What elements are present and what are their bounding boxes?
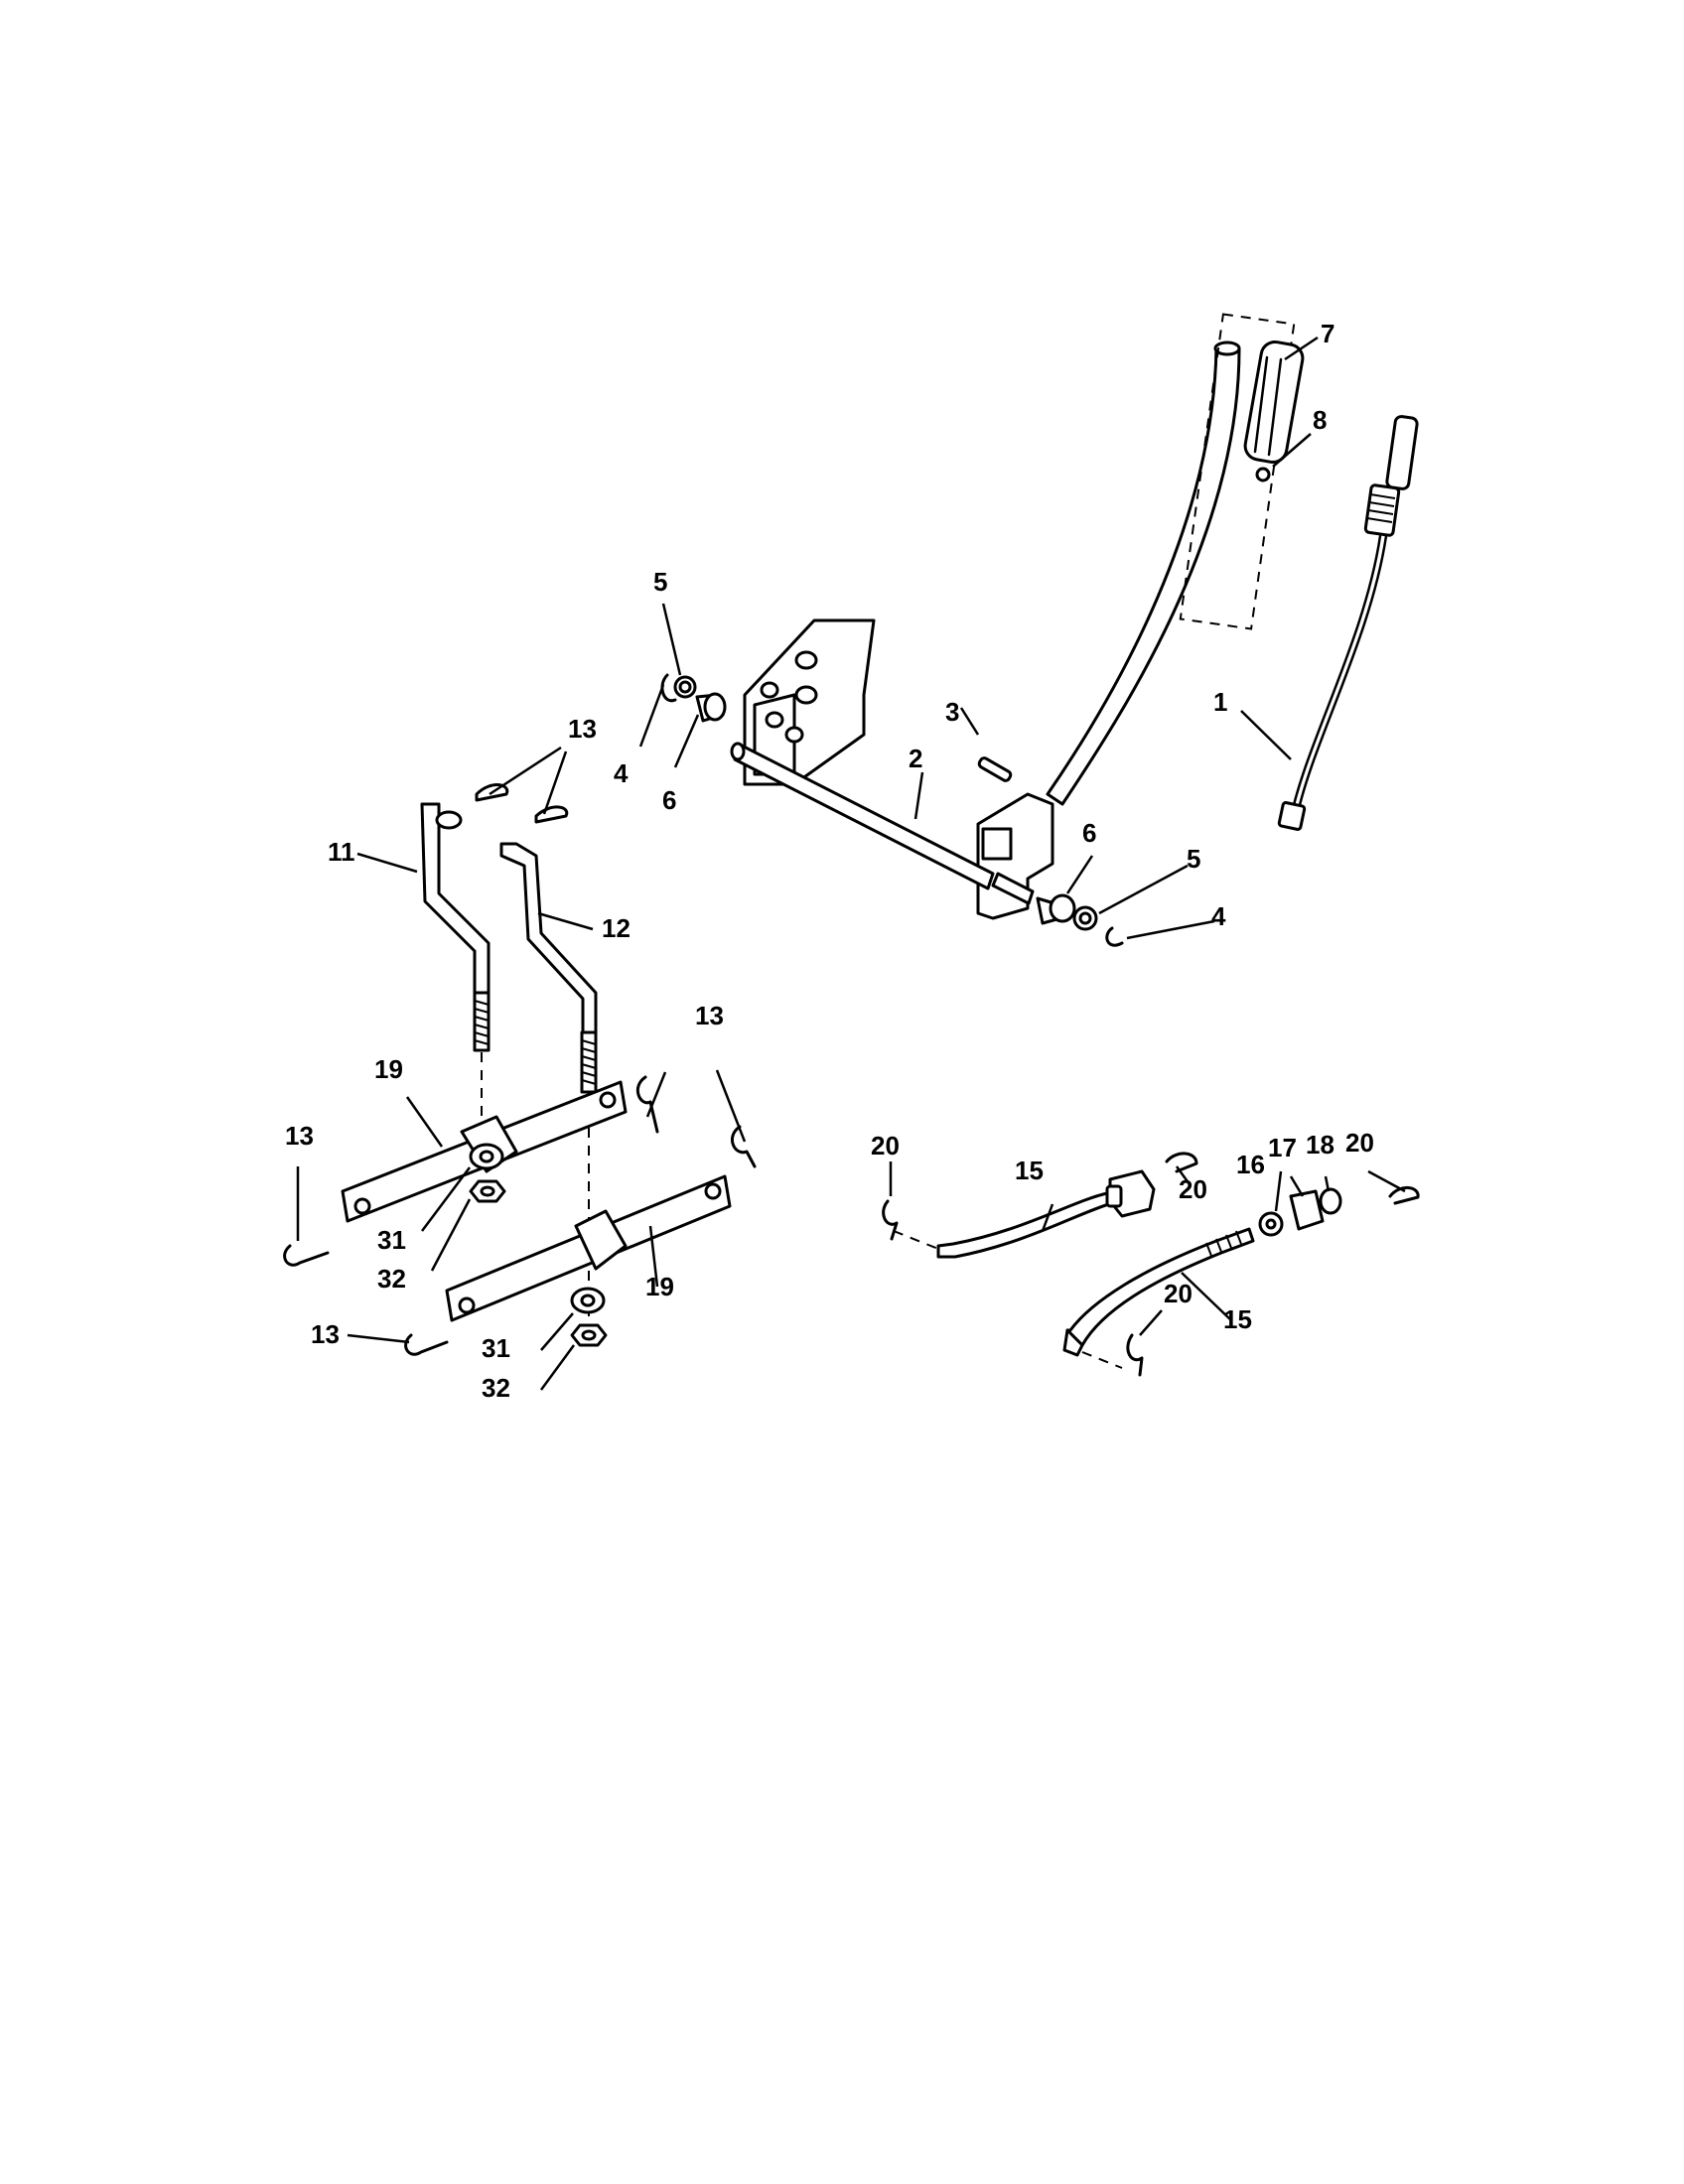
adjustment-rod-lower (1062, 1227, 1255, 1357)
spacer-upper (469, 1143, 504, 1170)
grip-nut (1255, 467, 1271, 482)
callout-5-lower: 5 (1187, 844, 1200, 874)
callout-4-lower: 4 (1211, 901, 1226, 931)
nut-18 (1319, 1187, 1342, 1215)
shaft-hardware-lower (1036, 893, 1124, 947)
rod-dash-upper (893, 1230, 939, 1250)
callout-12: 12 (602, 913, 631, 943)
lift-lever (976, 341, 1241, 920)
callout-6-lower: 6 (1082, 818, 1096, 848)
callout-17: 17 (1268, 1133, 1297, 1162)
lift-cable (1277, 415, 1419, 831)
hairpin-clips-lower (283, 1075, 757, 1356)
rod-dash-lower (1081, 1351, 1123, 1369)
callout-13-top: 13 (568, 714, 597, 744)
adjustment-rod-upper (936, 1169, 1156, 1259)
nut-lower (570, 1323, 608, 1347)
callout-20-right: 20 (1345, 1128, 1374, 1158)
callout-5-upper: 5 (653, 567, 667, 597)
lift-link-left (420, 802, 491, 1052)
callout-8: 8 (1313, 405, 1327, 435)
callout-6-upper: 6 (662, 785, 676, 815)
lift-arm-lower (445, 1174, 732, 1322)
callout-32-lower: 32 (482, 1373, 510, 1403)
callout-15-upper: 15 (1015, 1156, 1044, 1185)
callout-3: 3 (945, 697, 959, 727)
callout-1: 1 (1213, 687, 1227, 717)
callout-11: 11 (328, 837, 355, 867)
callout-32-upper: 32 (377, 1264, 406, 1294)
spacer-lower (570, 1287, 606, 1314)
leader-lines (296, 336, 1406, 1391)
grip (1243, 340, 1305, 465)
callout-20-mid: 20 (1179, 1174, 1207, 1204)
hairpin-clips-20 (882, 1152, 1420, 1377)
callout-18: 18 (1306, 1130, 1334, 1160)
lift-link-right (499, 842, 598, 1094)
lift-shaft (730, 742, 1035, 905)
callout-20-left: 20 (871, 1131, 900, 1160)
callout-16: 16 (1236, 1150, 1265, 1179)
shaft-hardware-upper (660, 673, 727, 723)
callout-4-upper: 4 (614, 758, 629, 788)
mounting-plate (743, 618, 876, 786)
callout-19-lower: 19 (645, 1272, 674, 1301)
callout-13-left: 13 (285, 1121, 314, 1151)
callout-20-lower: 20 (1164, 1279, 1193, 1308)
grip-dashed-outline (1179, 313, 1296, 630)
callout-31-lower: 31 (482, 1333, 510, 1363)
callout-19-upper: 19 (374, 1054, 403, 1084)
callout-2: 2 (909, 744, 922, 773)
callout-13-bottom: 13 (311, 1319, 340, 1349)
callout-7: 7 (1321, 319, 1334, 348)
roll-pin (977, 756, 1013, 782)
trunnion-17 (1289, 1189, 1325, 1231)
nut-upper (469, 1179, 506, 1203)
callout-31-upper: 31 (377, 1225, 406, 1255)
washer-16-hole (1265, 1218, 1277, 1230)
callout-13-right: 13 (695, 1001, 724, 1030)
callout-15-lower: 15 (1223, 1304, 1252, 1334)
